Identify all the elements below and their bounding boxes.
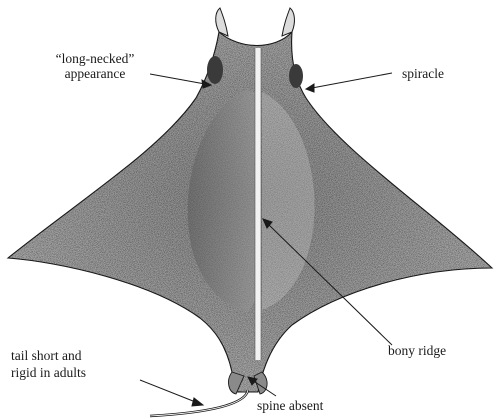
arrow-tail bbox=[140, 380, 198, 403]
spine-absent-label: spine absent bbox=[257, 398, 323, 413]
spiracle-label: spiracle bbox=[402, 66, 444, 81]
long-necked-appearance-label: “long-necked” appearance bbox=[20, 51, 170, 81]
tail-label: tail short and rigid in adults bbox=[11, 347, 86, 381]
long-necked-label-line2: appearance bbox=[20, 66, 170, 81]
bony-ridge-label: bony ridge bbox=[388, 343, 446, 358]
right-spiracle bbox=[289, 64, 303, 88]
tail-label-line1: tail short and bbox=[11, 347, 86, 364]
left-cephalic-fin bbox=[216, 8, 228, 36]
tail-label-line2: rigid in adults bbox=[11, 364, 86, 381]
left-eye-region bbox=[207, 56, 223, 84]
arrow-spiracle bbox=[312, 73, 392, 88]
right-cephalic-fin bbox=[282, 8, 294, 36]
long-necked-label-line1: “long-necked” bbox=[20, 51, 170, 66]
